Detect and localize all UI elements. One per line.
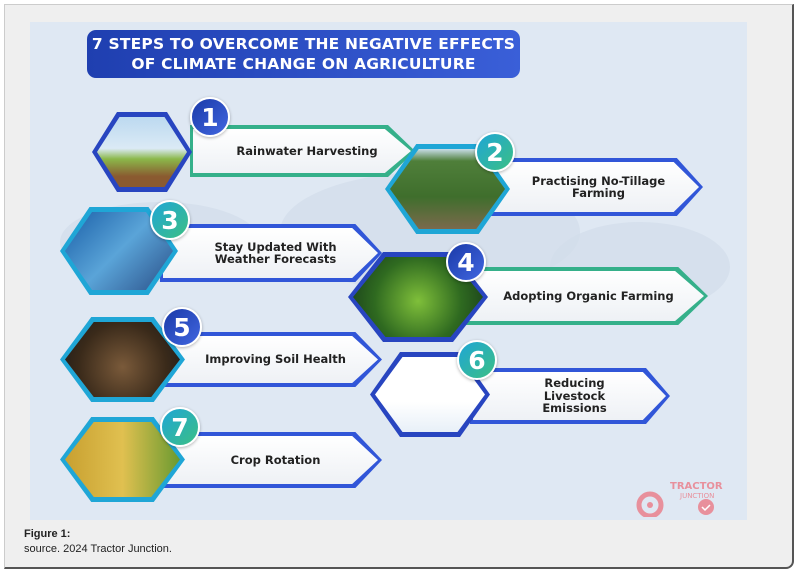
svg-text:JUNCTION: JUNCTION bbox=[679, 492, 714, 500]
step-5-badge: 5 bbox=[162, 307, 202, 347]
step-label: Improving Soil Health bbox=[205, 352, 346, 367]
step-3-label-box: Stay Updated With Weather Forecasts bbox=[160, 224, 382, 282]
step-label: Practising No-Tillage Farming bbox=[531, 173, 666, 200]
infographic-title: 7 STEPS TO OVERCOME THE NEGATIVE EFFECTS… bbox=[87, 30, 520, 78]
infographic: 7 STEPS TO OVERCOME THE NEGATIVE EFFECTS… bbox=[30, 22, 747, 520]
step-2-badge: 2 bbox=[475, 132, 515, 172]
step-4-badge: 4 bbox=[446, 242, 486, 282]
figure-label: Figure 1: bbox=[24, 528, 71, 540]
step-label: Reducing Livestock Emissions bbox=[542, 376, 607, 416]
step-1-label-box: Rainwater Harvesting bbox=[190, 125, 415, 177]
step-2-label-box: Practising No-Tillage Farming bbox=[485, 158, 703, 216]
figure-source: source. 2024 Tractor Junction. bbox=[24, 543, 172, 555]
tractor-junction-logo: TRACTOR JUNCTION bbox=[630, 477, 730, 519]
step-label: Rainwater Harvesting bbox=[236, 143, 378, 158]
step-5-label-box: Improving Soil Health bbox=[160, 332, 382, 387]
step-6-badge: 6 bbox=[457, 340, 497, 380]
step-3-badge: 3 bbox=[150, 200, 190, 240]
step-6-label-box: Reducing Livestock Emissions bbox=[470, 368, 670, 424]
step-4-label-box: Adopting Organic Farming bbox=[460, 267, 708, 325]
step-1-badge: 1 bbox=[190, 97, 230, 137]
step-7-badge: 7 bbox=[160, 407, 200, 447]
step-label: Stay Updated With Weather Forecasts bbox=[214, 239, 337, 266]
svg-text:TRACTOR: TRACTOR bbox=[670, 481, 723, 492]
step-7-label-box: Crop Rotation bbox=[160, 432, 382, 488]
step-label: Adopting Organic Farming bbox=[503, 288, 674, 303]
step-label: Crop Rotation bbox=[230, 452, 321, 467]
step-1-image bbox=[92, 112, 192, 192]
